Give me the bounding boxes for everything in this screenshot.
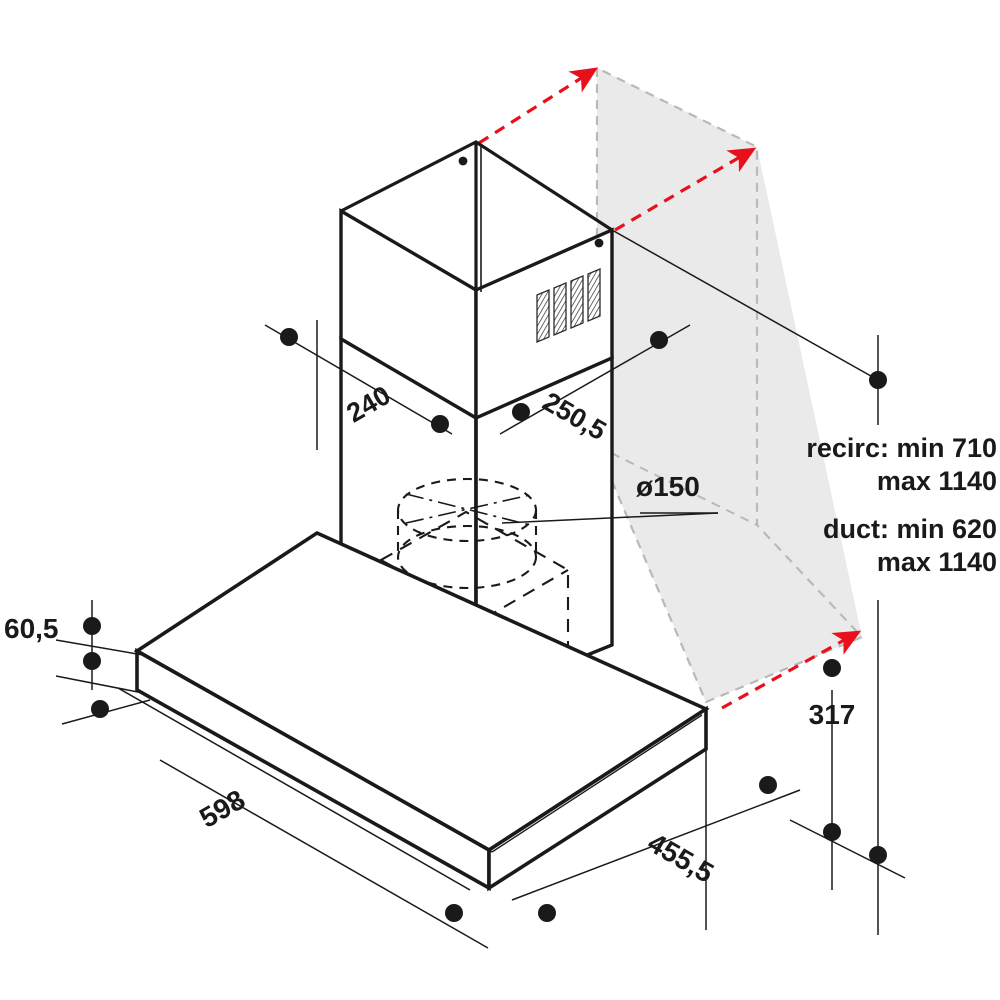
- telescopic-range-arrows: [478, 67, 862, 710]
- note-recirc-min: recirc: min 710: [806, 433, 997, 463]
- dimension-endpoint-dots: [83, 328, 887, 922]
- label-canopy-width: 598: [194, 784, 250, 834]
- vent-grille: [536, 268, 601, 343]
- installation-height-notes: recirc: min 710 max 1140 duct: min 620 m…: [806, 433, 997, 577]
- note-duct-max: max 1140: [877, 547, 997, 577]
- note-recirc-max: max 1140: [877, 466, 997, 496]
- dimension-lines: [55, 229, 906, 949]
- note-duct-min: duct: min 620: [823, 514, 997, 544]
- hood-canopy: [133, 530, 710, 892]
- wall-envelope-plane: [595, 66, 864, 704]
- label-canopy-height: 60,5: [4, 613, 59, 644]
- label-wall-offset: 317: [809, 699, 856, 730]
- label-duct-diameter: ø150: [636, 471, 700, 502]
